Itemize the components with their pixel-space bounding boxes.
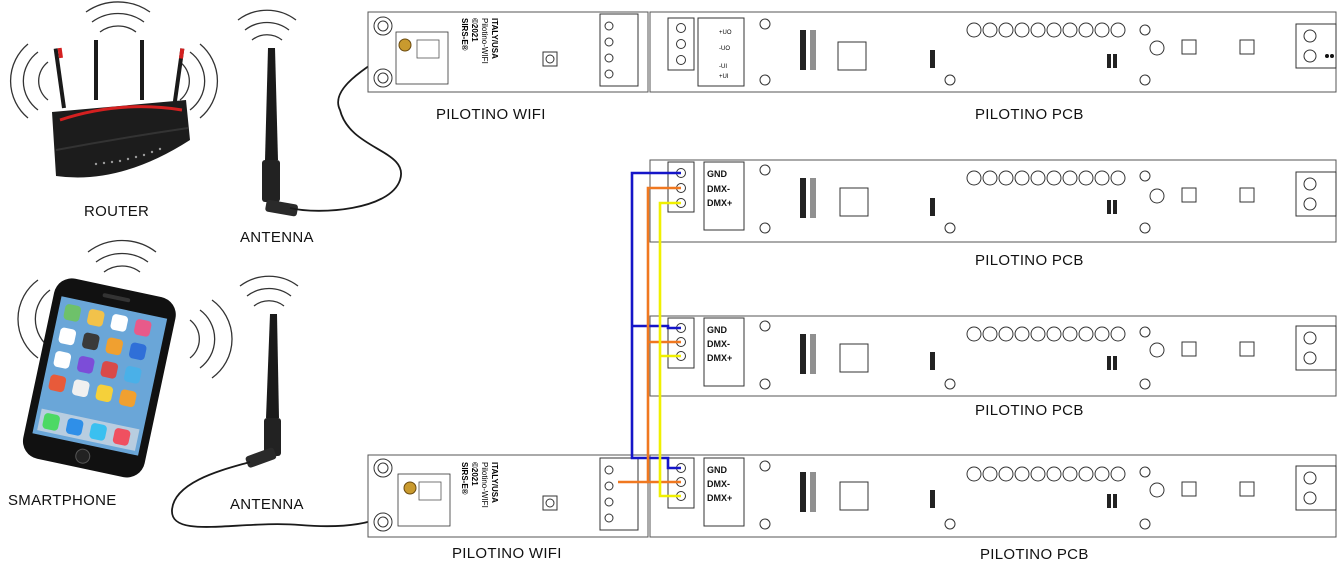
pcb2-dmx-minus-label: DMX- [707,184,730,194]
pilotino-wifi-module-bottom [367,454,649,538]
pcb4-gnd-label: GND [707,465,728,475]
wifi-year-bottom: ©2021 [470,462,479,486]
antenna-top-wifi-waves-icon [237,9,297,41]
wifi-year-top: ©2021 [470,18,479,42]
pcb-4-label: PILOTINO PCB [980,546,1089,563]
wifi-origin-bottom: ITALY/USA [490,462,499,503]
antenna-top-icon [262,48,298,217]
pcb3-gnd-label: GND [707,325,728,335]
pilotino-pcb-3 [649,315,1337,397]
dmx-minus-wire [618,186,681,484]
pilotino-pcb-2 [649,159,1337,243]
pilotino-pcb-1: +UO -UO -UI +UI [649,11,1337,93]
pcb4-dmx-minus-label: DMX- [707,479,730,489]
wifi-brand-top: SIRS-E® [460,18,469,51]
wifi-model-bottom: Pilotino-WIFI [480,462,489,508]
smartphone-icon [22,278,176,478]
router-wifi-waves-icon [10,1,218,119]
pilotino-wifi-module-top [367,11,649,93]
dmx-plus-wire [658,201,681,498]
pcb-3-label: PILOTINO PCB [975,402,1084,419]
pcb1-vo-minus: -UO [719,46,730,52]
router-icon [52,40,190,178]
antenna-bottom-wifi-waves-icon [239,275,299,307]
wifi-top-label: PILOTINO WIFI [436,106,546,123]
wifi-model-top: Pilotino-WIFI [480,18,489,64]
gnd-wire [630,171,681,470]
antenna-bottom-icon [245,314,281,468]
pcb1-vi-minus: -UI [719,64,727,70]
wifi-bottom-label: PILOTINO WIFI [452,545,562,562]
pcb4-dmx-plus-label: DMX+ [707,493,732,503]
pcb-2-label: PILOTINO PCB [975,252,1084,269]
pcb1-vi-plus: +UI [719,74,729,80]
coax-cable-top [289,43,405,212]
antenna-bottom-label: ANTENNA [230,496,304,513]
antenna-top-label: ANTENNA [240,229,314,246]
wifi-origin-top: ITALY/USA [490,18,499,59]
pcb3-dmx-plus-label: DMX+ [707,353,732,363]
pcb2-gnd-label: GND [707,169,728,179]
router-label: ROUTER [84,203,150,220]
pcb3-dmx-minus-label: DMX- [707,339,730,349]
pcb2-dmx-plus-label: DMX+ [707,198,732,208]
wifi-brand-bottom: SIRS-E® [460,462,469,495]
smartphone-label: SMARTPHONE [8,492,117,509]
pcb1-vo-plus: +UO [719,30,732,36]
pcb-1-label: PILOTINO PCB [975,106,1084,123]
pilotino-pcb-4 [649,454,1337,538]
